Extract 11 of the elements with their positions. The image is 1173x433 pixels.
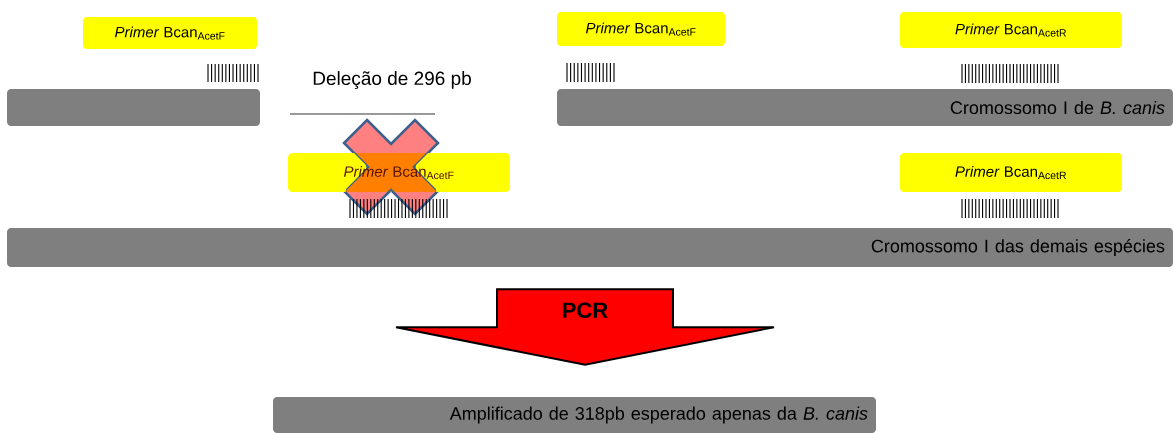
block-arrow [395, 288, 775, 366]
chromosome-bar: Cromossomo I das demais espécies [7, 228, 1173, 267]
primer-box: Primer Bcan$_{AcetR}$ [900, 12, 1122, 48]
chromosome-bar: Cromossomo I de B. canis [557, 89, 1173, 126]
primer-box: Primer Bcan$_{AcetF}$ [557, 12, 725, 46]
chromosome-bar: Amplificado de 318pb esperado apenas da B. canis [273, 397, 876, 433]
edge-label: PCR [563, 302, 608, 318]
deletion-label: Deleção de 296 pb [313, 71, 471, 89]
bar-shape [7, 89, 260, 126]
primer-box: Primer Bcan$_{AcetR}$ [900, 153, 1122, 192]
primer-box: Primer Bcan$_{AcetF}$ [83, 17, 257, 49]
